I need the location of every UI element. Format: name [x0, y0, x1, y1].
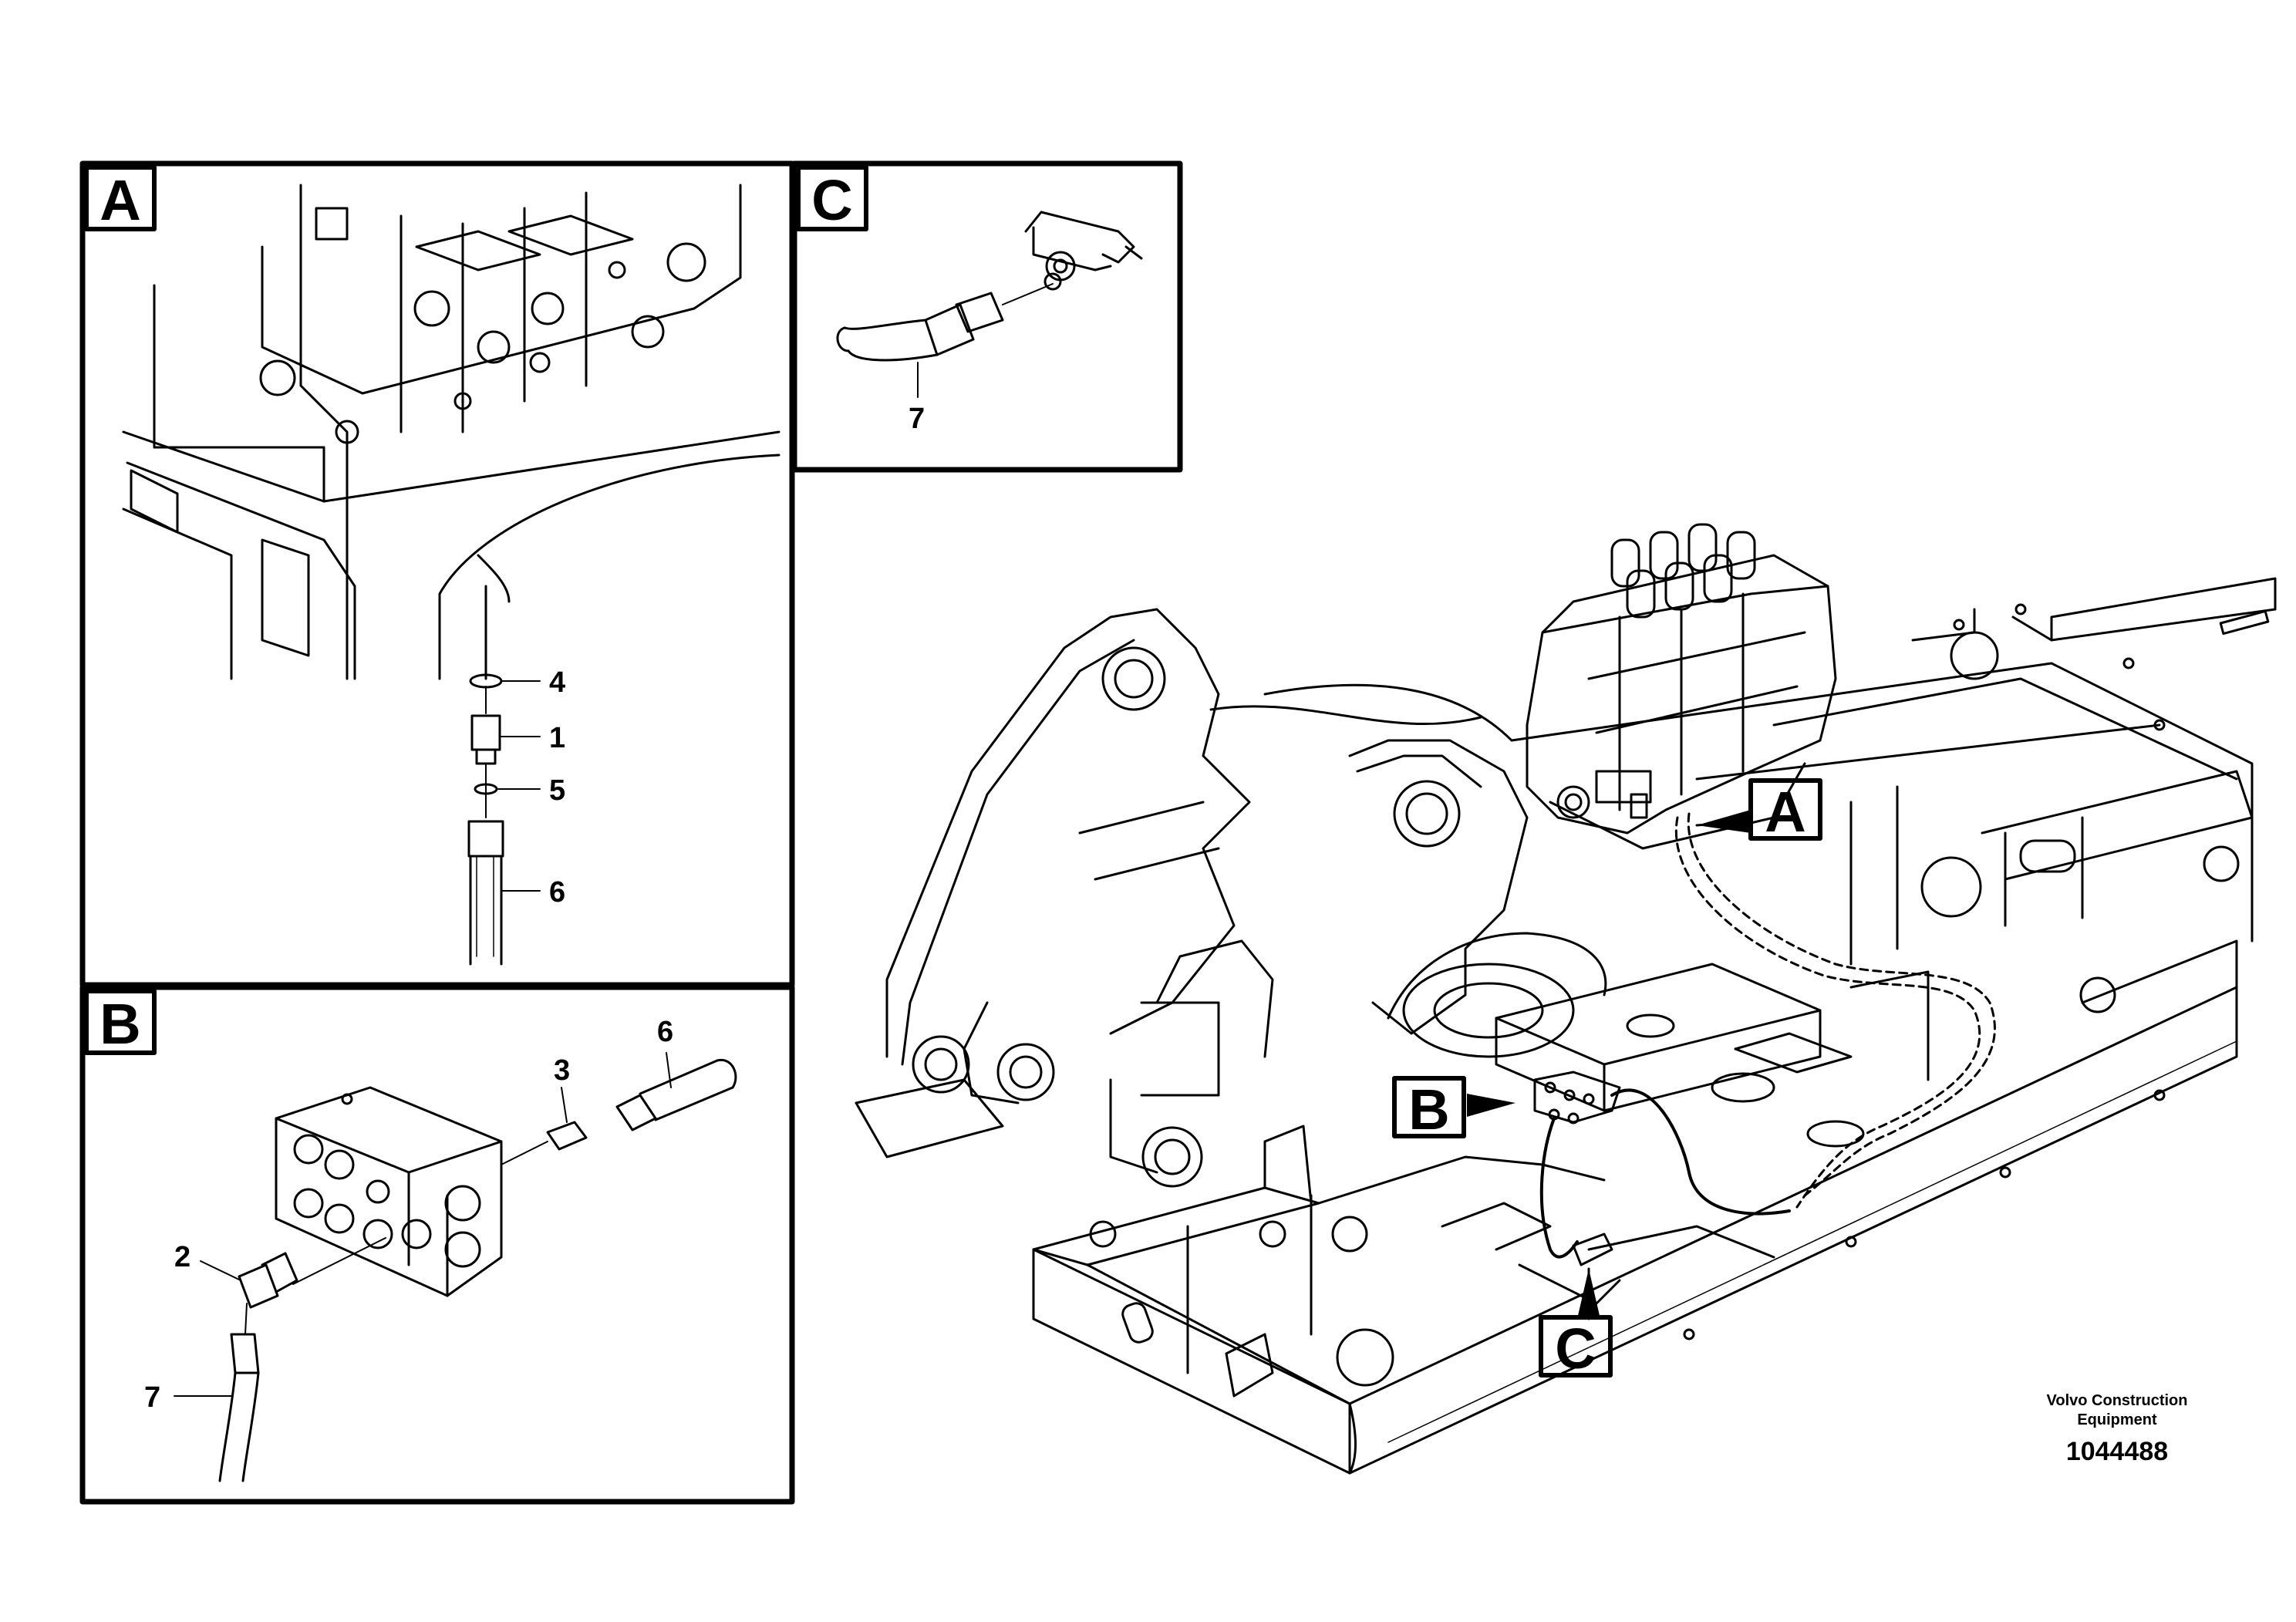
overview-center-plate: [1495, 963, 1930, 1148]
detail-c-letter: C: [811, 168, 852, 232]
detail-a-hose-assembly: [467, 585, 504, 966]
detail-b-hose-6: [501, 1058, 737, 1165]
overview-callout-box-a: [1748, 778, 1822, 841]
part-number-b-2: 2: [174, 1241, 190, 1273]
brand-line-1: Volvo Construction: [2047, 1392, 2188, 1409]
detail-c-label-box: [796, 165, 868, 231]
part-number-b-6: 6: [657, 1016, 673, 1048]
overview-swing-bearing: [1387, 932, 1607, 1058]
part-number-c-7: 7: [909, 403, 925, 435]
drawing-number: 1044488: [2066, 1437, 2168, 1466]
overview-callout-a: A: [1765, 780, 1805, 844]
detail-panel-b: [79, 984, 795, 1505]
detail-c-fitting: [1002, 211, 1143, 305]
part-number-a-5: 5: [549, 774, 565, 807]
overview-main-frame: [1510, 577, 2277, 1013]
brand-line-2: Equipment: [2077, 1411, 2157, 1428]
overview-dashed-hose: [1674, 812, 1996, 1209]
detail-c-hose-7: [836, 292, 1004, 362]
detail-a-letter: A: [99, 168, 140, 232]
overview-callout-c: C: [1555, 1317, 1596, 1381]
overview-callout-box-c: [1539, 1315, 1613, 1378]
overview-pressure-block: [1533, 1071, 1621, 1125]
detail-a-frame: [122, 430, 781, 680]
detail-a-label-box: [84, 165, 157, 231]
overview-boom-foot: [885, 608, 1529, 1188]
detail-b-label-box: [84, 989, 157, 1055]
part-number-a-4: 4: [549, 666, 565, 699]
detail-b-manifold-block: [275, 1086, 503, 1297]
overview-machine: [855, 523, 2277, 1475]
overview-side-beam: [855, 939, 2238, 1475]
detail-a-valve-block: [153, 184, 742, 680]
part-number-a-6: 6: [549, 876, 565, 909]
detail-b-letter: B: [99, 992, 140, 1056]
detail-panel-c: [791, 160, 1183, 473]
part-number-b-3: 3: [554, 1054, 570, 1087]
overview-solid-hose: [1539, 1088, 1791, 1266]
overview-control-valve: [1526, 523, 1837, 850]
part-number-b-7: 7: [144, 1381, 160, 1414]
detail-panel-a: [79, 160, 795, 988]
overview-callout-box-b: [1392, 1076, 1466, 1138]
part-number-a-1: 1: [549, 722, 565, 754]
overview-callout-b: B: [1408, 1077, 1449, 1141]
detail-b-hose-7: [218, 1237, 386, 1482]
